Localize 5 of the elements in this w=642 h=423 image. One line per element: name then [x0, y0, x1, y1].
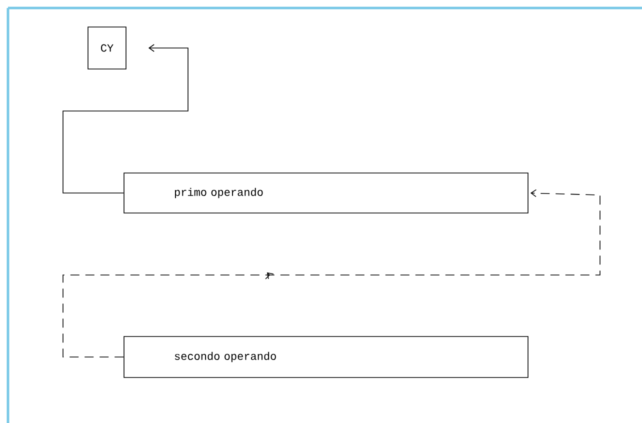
connector-arrow [62, 44, 188, 194]
process-box: primo operando [124, 172, 528, 214]
connector-arrow [62, 189, 600, 358]
process-box: secondo operando [124, 336, 528, 378]
process-box: CY [88, 26, 126, 70]
